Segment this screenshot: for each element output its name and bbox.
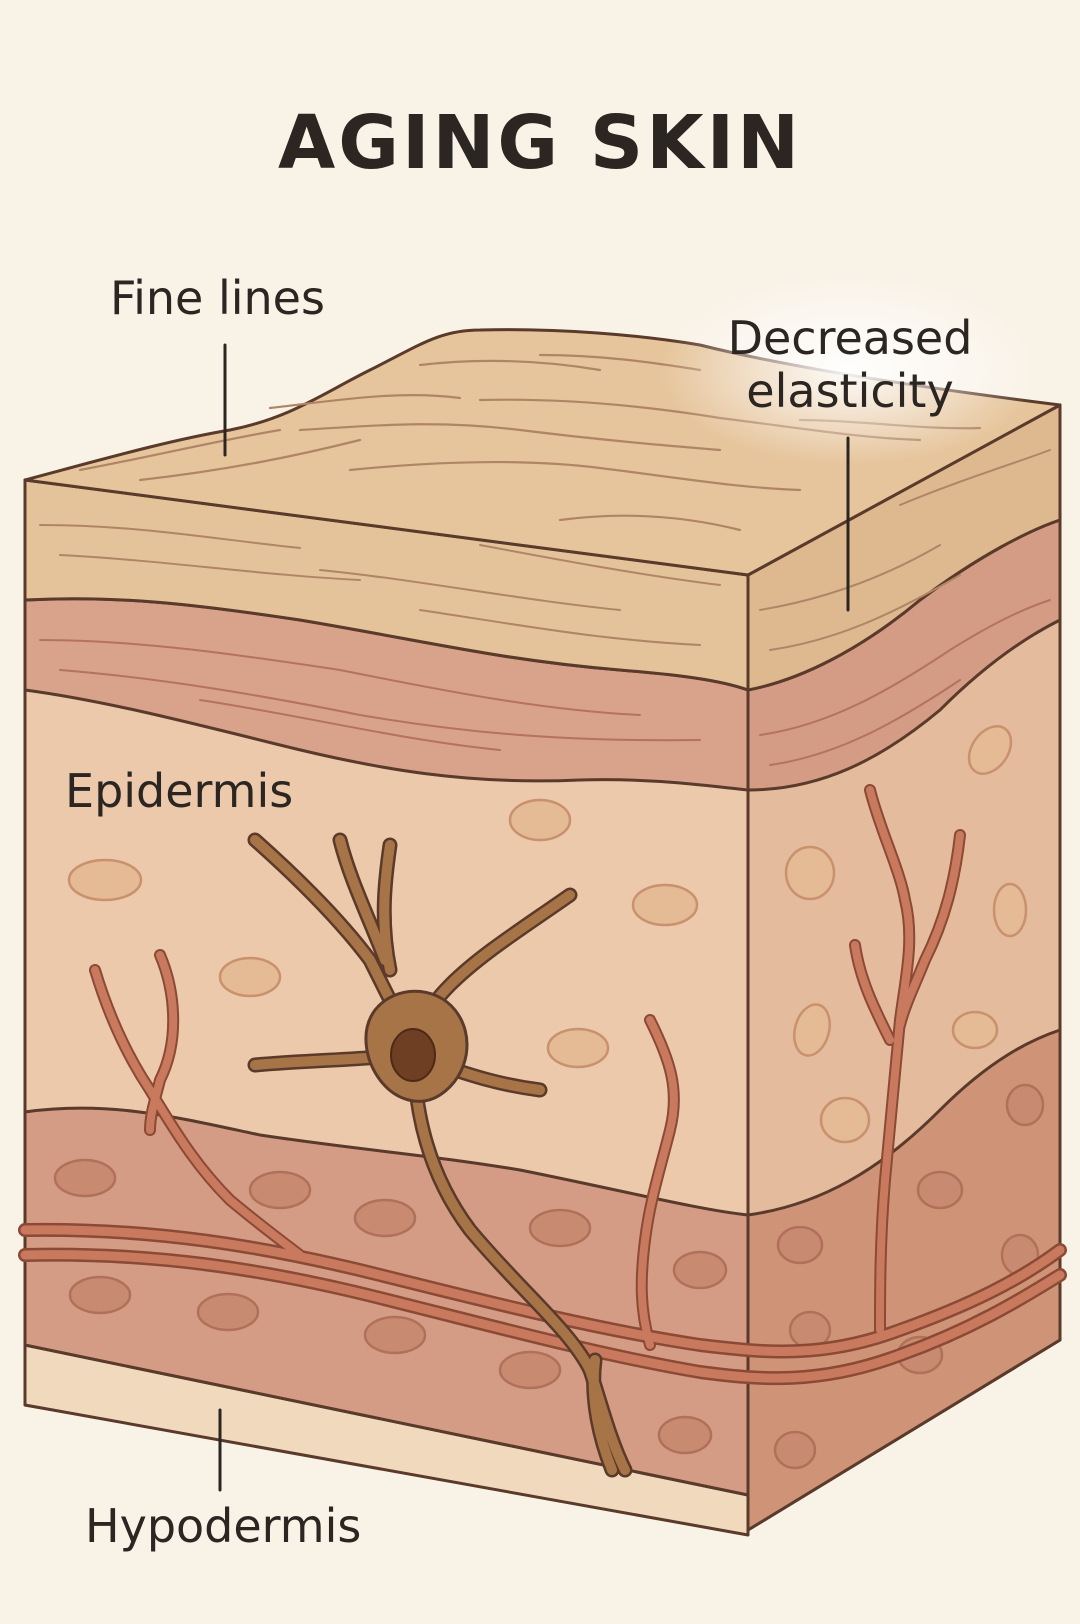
label-glow xyxy=(660,275,1040,465)
cell-oval xyxy=(528,1208,592,1248)
cell-oval xyxy=(67,858,143,902)
deep-cells xyxy=(53,1083,1045,1470)
cells xyxy=(67,725,1028,1144)
cell-oval xyxy=(218,956,282,998)
cell-oval xyxy=(916,1170,964,1210)
cell-oval xyxy=(68,1275,132,1315)
label-decreased-elasticity-line2: elasticity xyxy=(746,363,954,418)
cell-oval xyxy=(353,1198,417,1238)
cell-oval xyxy=(363,1315,427,1355)
label-fine-lines: Fine lines xyxy=(110,271,325,325)
label-hypodermis: Hypodermis xyxy=(85,1499,362,1553)
cell-oval xyxy=(657,1415,713,1455)
epidermis-layer-lines xyxy=(39,449,1051,651)
cell-oval xyxy=(248,1170,312,1210)
cell-oval xyxy=(508,798,572,842)
right-deep-layer xyxy=(746,1028,1062,1532)
cell-oval xyxy=(776,1225,824,1265)
label-epidermis: Epidermis xyxy=(65,764,294,818)
cell-oval xyxy=(631,883,699,927)
nerve-cell xyxy=(247,832,633,1478)
pink-band-lines xyxy=(39,599,1051,766)
cell-oval xyxy=(672,1250,728,1290)
cell-oval xyxy=(784,845,836,901)
front-epidermis-band xyxy=(23,478,750,692)
leader-lines xyxy=(218,343,850,1492)
cell-oval xyxy=(951,1010,999,1050)
cell-oval xyxy=(498,1350,562,1390)
cell-oval xyxy=(1005,1083,1045,1127)
diagram-title: AGING SKIN xyxy=(277,100,803,186)
label-decreased-elasticity: Decreased elasticity xyxy=(710,312,990,418)
cell-oval xyxy=(773,1430,817,1470)
cell-oval xyxy=(53,1158,117,1198)
right-epidermis-band xyxy=(746,403,1062,692)
cell-oval xyxy=(992,882,1028,938)
label-decreased-elasticity-line1: Decreased xyxy=(727,311,973,365)
cell-oval xyxy=(196,1292,260,1332)
cell-oval xyxy=(967,725,1013,775)
nerve-cell-nucleus xyxy=(390,1028,436,1082)
cell-oval xyxy=(546,1027,610,1069)
cell-oval xyxy=(819,1096,871,1144)
cell-oval xyxy=(793,1003,831,1057)
blood-vessel xyxy=(18,784,1067,1386)
